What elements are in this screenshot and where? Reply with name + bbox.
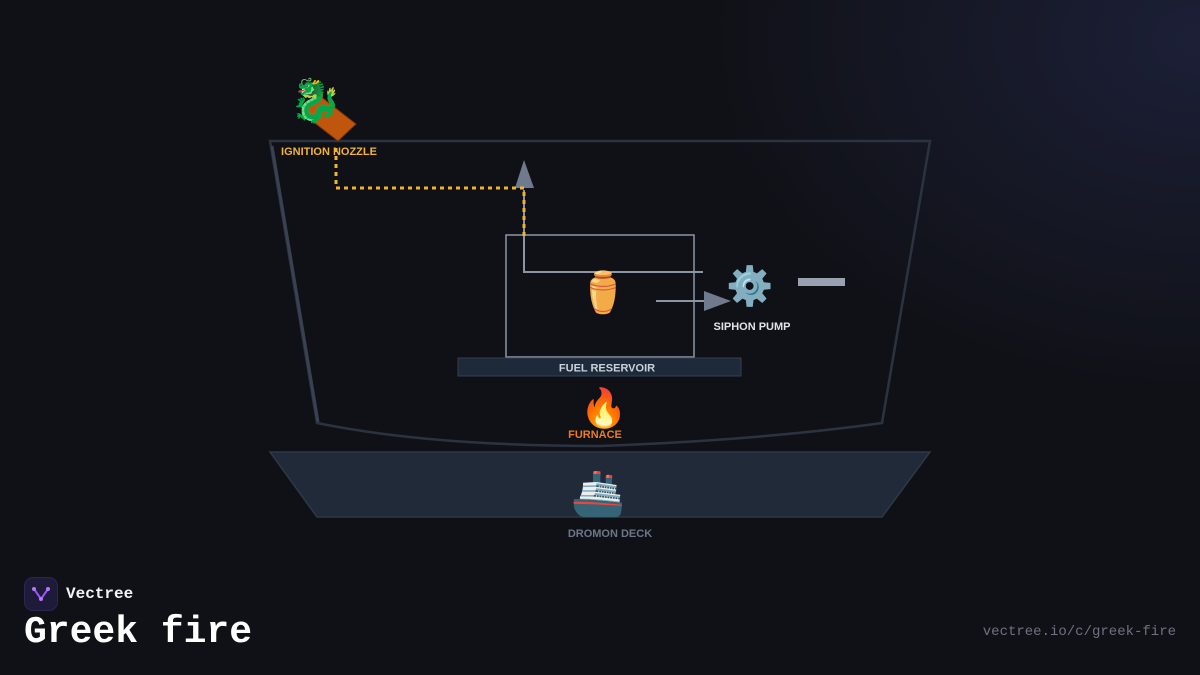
page-url[interactable]: vectree.io/c/greek-fire <box>982 624 1176 640</box>
brand-name: Vectree <box>66 585 134 603</box>
pipe-arrowhead-right <box>704 291 731 311</box>
amphora-icon: ⚱️ <box>578 269 628 316</box>
flame-path <box>334 148 526 236</box>
nozzle-body <box>301 95 357 142</box>
pump-handle <box>798 278 845 286</box>
dromon-deck-label: DROMON DECK <box>568 528 652 540</box>
fuel-reservoir-label: FUEL RESERVOIR <box>559 363 655 375</box>
hull-left-edge <box>270 145 320 423</box>
vectree-logo-icon <box>24 577 58 611</box>
gear-icon: ⚙️ <box>726 264 773 308</box>
ignition-nozzle-label: IGNITION NOZZLE <box>281 146 377 158</box>
fuel-reservoir-frame <box>505 234 695 358</box>
ship-icon: 🚢 <box>571 468 626 519</box>
siphon-pump-label: SIPHON PUMP <box>713 321 790 333</box>
pipe-to-nozzle <box>523 190 703 273</box>
fuel-reservoir-bar <box>457 357 742 377</box>
furnace-label: FURNACE <box>568 429 622 441</box>
fire-icon: 🔥 <box>580 386 627 430</box>
pipe-arrowhead-up <box>515 160 534 188</box>
page-title: Greek fire <box>24 611 253 654</box>
brand: Vectree <box>24 577 133 611</box>
dromon-deck-platform <box>268 451 932 518</box>
dragon-icon: 🐉 <box>290 76 342 125</box>
hull-outline <box>268 139 932 448</box>
